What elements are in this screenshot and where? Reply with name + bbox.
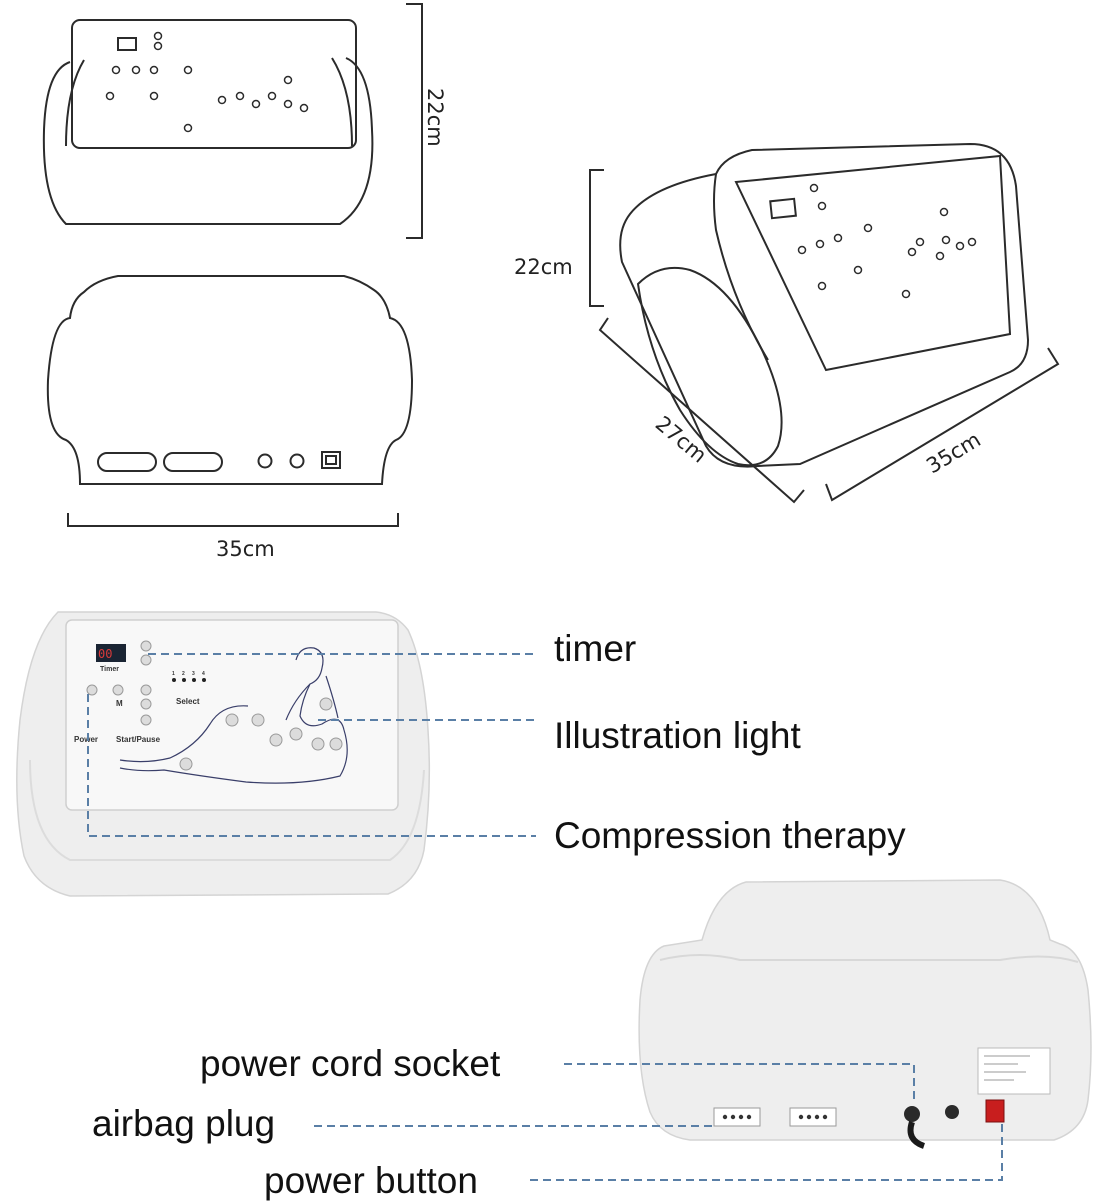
callout-power-cord-socket: power cord socket bbox=[200, 1043, 501, 1084]
panel-channel-number: 3 bbox=[192, 671, 195, 677]
body-illustration bbox=[119, 647, 348, 784]
dimension-label-back-width: 35cm bbox=[216, 537, 275, 561]
dimension-label-front-height: 22cm bbox=[423, 88, 447, 147]
dimension-line-back-width bbox=[67, 513, 399, 527]
device-back-photo bbox=[638, 879, 1092, 1149]
back-view-drawing bbox=[46, 275, 414, 485]
callout-leaders bbox=[87, 653, 1003, 1181]
dimension-line-front-height bbox=[406, 3, 423, 239]
panel-label-timer: Timer bbox=[100, 666, 119, 673]
dimension-line-iso-height bbox=[589, 169, 604, 307]
dimension-line-iso-width bbox=[825, 347, 1060, 502]
dimension-label-iso-height: 22cm bbox=[514, 255, 573, 279]
panel-label-power: Power bbox=[74, 735, 98, 744]
svg-text:00: 00 bbox=[98, 647, 112, 661]
callout-timer: timer bbox=[554, 628, 636, 669]
panel-buttons bbox=[86, 640, 343, 771]
panel-label-start-pause: Start/Pause bbox=[116, 735, 161, 744]
device-front-photo: 00 Timer Power M Start/Pause Select bbox=[16, 611, 431, 897]
callout-illustration-light: Illustration light bbox=[554, 715, 802, 756]
isometric-view-drawing bbox=[619, 142, 1030, 468]
dimension-line-iso-depth bbox=[598, 317, 805, 504]
callout-compression-therapy: Compression therapy bbox=[554, 815, 906, 856]
dimension-label-iso-width: 35cm bbox=[922, 427, 985, 478]
callout-airbag-plug: airbag plug bbox=[92, 1103, 275, 1144]
panel-channel-number: 2 bbox=[182, 671, 185, 677]
panel-label-mode: M bbox=[116, 699, 123, 708]
panel-channel-number: 1 bbox=[172, 671, 175, 677]
front-view-drawing bbox=[42, 19, 374, 225]
callout-power-button: power button bbox=[264, 1160, 478, 1201]
panel-label-select: Select bbox=[176, 697, 200, 706]
panel-channel-number: 4 bbox=[202, 671, 205, 677]
